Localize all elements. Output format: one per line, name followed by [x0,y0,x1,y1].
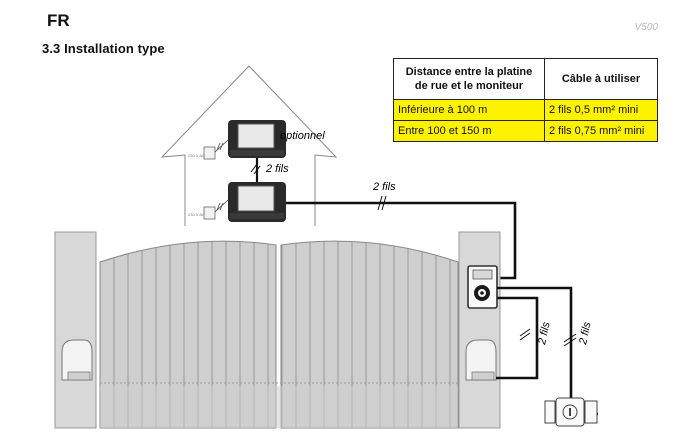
distance-cell: Entre 100 et 150 m [393,120,545,142]
motor-left [61,339,93,381]
power-label-2: 230 V AC [188,212,205,217]
electric-lock [544,397,598,427]
house-outline [160,65,338,226]
table-row: Inférieure à 100 m 2 fils 0,5 mm² mini [393,99,658,121]
motor-right [465,339,497,381]
language-code: FR [47,11,70,30]
wire-label-top: 2 fils [372,181,396,193]
optional-label: optionnel [280,130,325,142]
power-label-1: 230 V AC [188,153,205,158]
power-adapter-2 [203,199,229,220]
table-header-row: Distance entre la platine de rue et le m… [393,58,658,100]
model-name: V500 [634,22,658,33]
cable-header: Câble à utiliser [544,58,658,100]
door-station-panel [467,265,498,309]
gate-post-left [54,231,97,429]
section-title: 3.3 Installation type [42,41,165,56]
power-adapter-1 [203,139,229,160]
gate-leaf-right [280,240,459,429]
wire-monitor-to-panel [286,201,517,280]
wire-motor-to-lock [496,296,539,380]
wire-panel-to-lock [497,286,598,416]
gate-leaf-left [99,240,277,429]
monitor-optional [228,120,286,158]
wire-label-house: 2 fils [265,163,289,175]
monitor-main [228,182,286,222]
table-row: Entre 100 et 150 m 2 fils 0,75 mm² mini [393,120,658,142]
distance-cell: Inférieure à 100 m [393,99,545,121]
wire-label-right-a: 2 fils [536,321,553,347]
gate-post-right [458,231,501,429]
wire-label-right-b: 2 fils [577,321,594,347]
cable-table: Distance entre la platine de rue et le m… [393,58,658,142]
cable-cell: 2 fils 0,75 mm² mini [544,120,658,142]
